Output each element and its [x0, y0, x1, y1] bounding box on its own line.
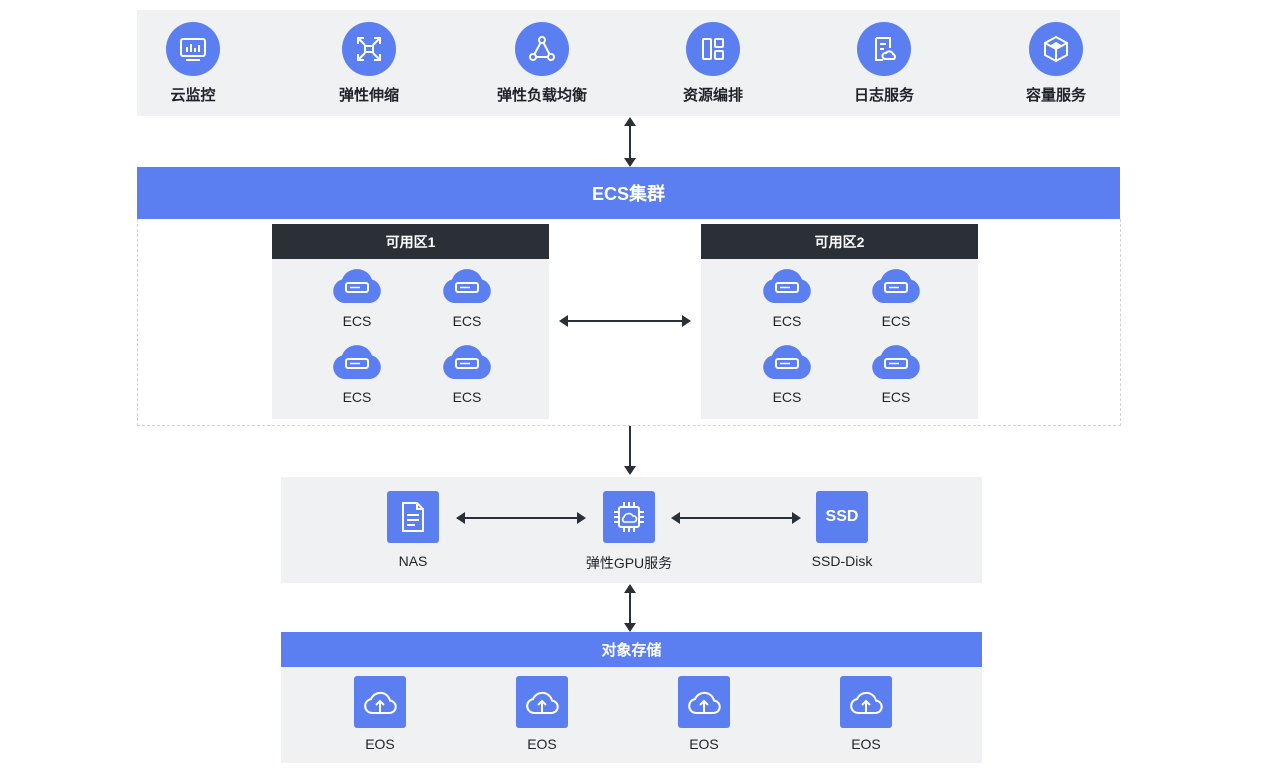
eos-item[interactable]: EOS	[826, 676, 906, 752]
ecs-label: ECS	[452, 313, 482, 329]
object-storage-title: 对象存储	[601, 642, 662, 659]
cloud-server-icon	[763, 269, 811, 303]
zone-title: 可用区1	[272, 224, 549, 259]
service-label: 日志服务	[853, 87, 914, 104]
service-label: 资源编排	[682, 87, 743, 104]
ecs-cluster-title: ECS集群	[591, 184, 665, 204]
ecs-cluster-dashed-area	[137, 219, 1121, 426]
ssd-disk-item[interactable]: SSD SSD-Disk	[797, 491, 887, 569]
availability-zone-1: 可用区1	[272, 224, 549, 419]
ssd-disk-label: SSD-Disk	[811, 553, 873, 569]
ecs-instance[interactable]: ECS	[861, 341, 931, 405]
eos-label: EOS	[365, 736, 395, 752]
cloud-server-icon	[443, 269, 491, 303]
monitor-chart-icon	[166, 22, 220, 76]
gpu-service-item[interactable]: 弹性GPU服务	[570, 491, 688, 573]
service-cloud-monitor[interactable]: 云监控	[133, 22, 253, 105]
ecs-instance[interactable]: ECS	[752, 341, 822, 405]
ecs-cluster-bar: ECS集群	[137, 167, 1120, 219]
service-resource-orchestration[interactable]: 资源编排	[653, 22, 773, 105]
load-balancer-triangle-icon	[515, 22, 569, 76]
ecs-instance[interactable]: ECS	[322, 341, 392, 405]
ecs-label: ECS	[342, 389, 372, 405]
service-elastic-scaling[interactable]: 弹性伸缩	[309, 22, 429, 105]
cloud-server-icon	[333, 345, 381, 379]
cloud-upload-icon	[354, 676, 406, 728]
nas-item[interactable]: NAS	[373, 491, 453, 569]
object-storage-bar: 对象存储	[281, 632, 982, 667]
cloud-server-icon	[333, 269, 381, 303]
service-load-balancer[interactable]: 弹性负载均衡	[482, 22, 602, 105]
ecs-instance[interactable]: ECS	[752, 265, 822, 329]
horizontal-double-arrow	[559, 315, 691, 327]
ecs-instance[interactable]: ECS	[322, 265, 392, 329]
service-label: 弹性负载均衡	[496, 87, 587, 104]
ssd-icon: SSD	[816, 491, 868, 543]
ssd-icon-text: SSD	[825, 508, 859, 525]
cloud-server-icon	[872, 345, 920, 379]
service-capacity[interactable]: 容量服务	[996, 22, 1116, 105]
eos-label: EOS	[689, 736, 719, 752]
eos-item[interactable]: EOS	[340, 676, 420, 752]
ecs-instance[interactable]: ECS	[432, 265, 502, 329]
eos-label: EOS	[527, 736, 557, 752]
resource-orchestration-icon	[686, 22, 740, 76]
service-log[interactable]: 日志服务	[824, 22, 944, 105]
horizontal-double-arrow	[456, 512, 586, 524]
ecs-label: ECS	[772, 313, 802, 329]
vertical-double-arrow	[624, 584, 636, 632]
availability-zone-2: 可用区2	[701, 224, 978, 419]
cloud-upload-icon	[516, 676, 568, 728]
zone-title: 可用区2	[701, 224, 978, 259]
ecs-instance[interactable]: ECS	[861, 265, 931, 329]
ecs-label: ECS	[452, 389, 482, 405]
eos-item[interactable]: EOS	[502, 676, 582, 752]
cloud-server-icon	[872, 269, 920, 303]
gpu-chip-icon	[603, 491, 655, 543]
cloud-upload-icon	[678, 676, 730, 728]
ecs-instance[interactable]: ECS	[432, 341, 502, 405]
service-label: 弹性伸缩	[338, 87, 399, 104]
cloud-upload-icon	[840, 676, 892, 728]
document-icon	[387, 491, 439, 543]
nas-label: NAS	[398, 553, 428, 569]
ecs-label: ECS	[342, 313, 372, 329]
service-label: 云监控	[170, 87, 216, 104]
down-arrow	[624, 426, 636, 475]
ecs-label: ECS	[881, 313, 911, 329]
eos-item[interactable]: EOS	[664, 676, 744, 752]
cloud-server-icon	[443, 345, 491, 379]
vertical-double-arrow	[624, 117, 636, 167]
gpu-service-label: 弹性GPU服务	[585, 555, 673, 571]
ecs-label: ECS	[772, 389, 802, 405]
eos-label: EOS	[851, 736, 881, 752]
capacity-cube-icon	[1029, 22, 1083, 76]
elastic-scaling-icon	[342, 22, 396, 76]
log-service-icon	[857, 22, 911, 76]
services-panel	[137, 10, 1120, 116]
ecs-label: ECS	[881, 389, 911, 405]
service-label: 容量服务	[1025, 87, 1086, 104]
cloud-server-icon	[763, 345, 811, 379]
horizontal-double-arrow	[671, 512, 801, 524]
